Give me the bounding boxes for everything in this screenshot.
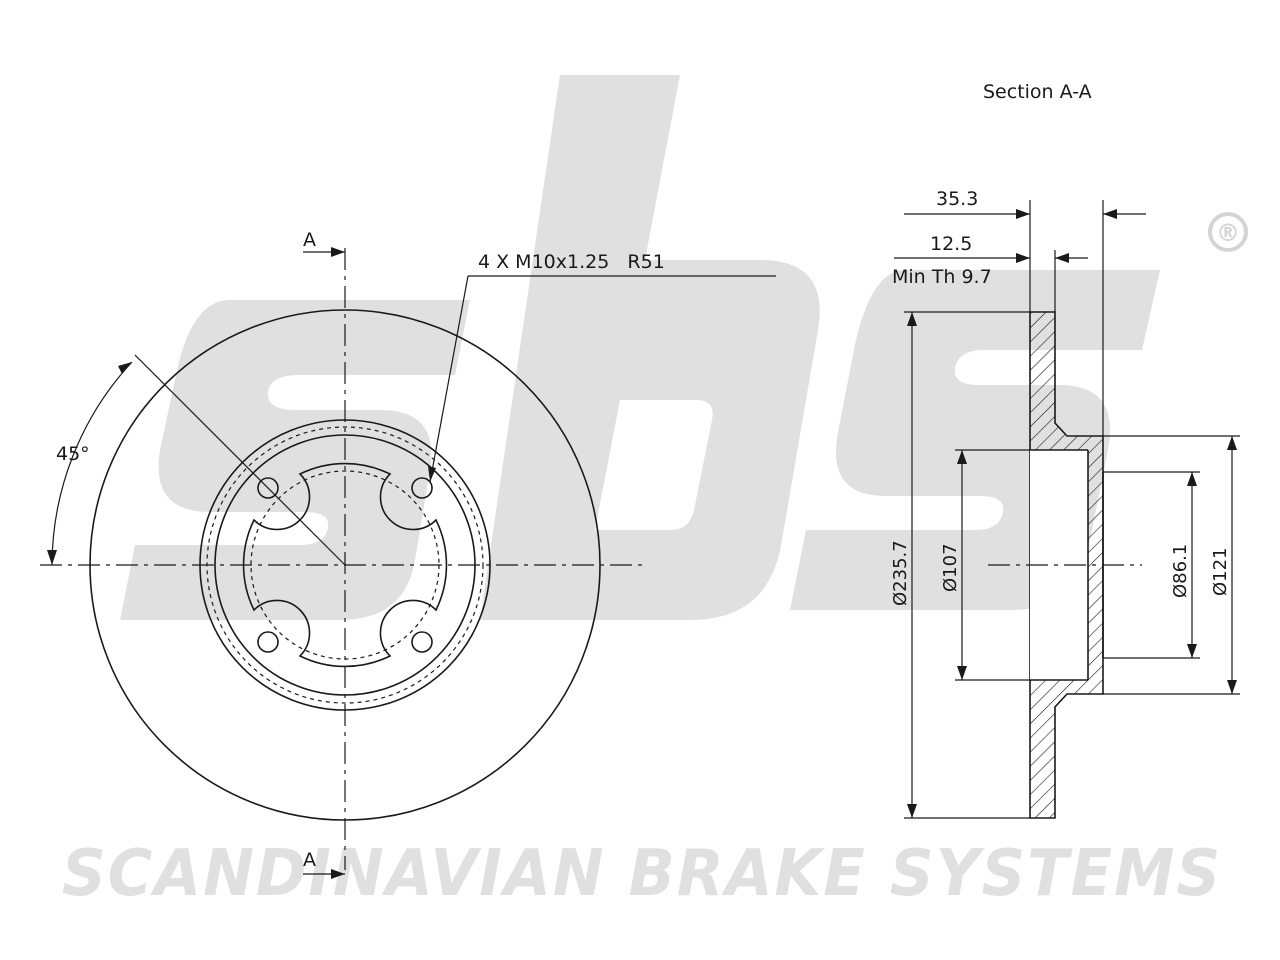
bolt-pattern-label: 4 X M10x1.25 R51 [478, 251, 665, 273]
front-view: 45° A A 4 X M10x1.25 R51 [40, 229, 776, 879]
arrow-head [331, 869, 345, 879]
dim-overall-height: 35.3 [936, 188, 978, 210]
arrow-head [1016, 209, 1030, 219]
brand-logo-watermark [120, 75, 1160, 620]
arrow-head [1187, 644, 1197, 658]
dim-hub-outer: Ø121 [1210, 547, 1231, 596]
bolt-hole [257, 477, 279, 499]
arrow-head [957, 666, 967, 680]
arrow-head [428, 466, 436, 482]
bolt-hole [257, 631, 279, 653]
dim-center-bore: Ø107 [940, 543, 961, 592]
arrow-head [957, 450, 967, 464]
registered-symbol: ® [1216, 219, 1240, 247]
registered-mark: ® [1208, 212, 1248, 252]
arrow-head [118, 362, 132, 374]
arrow-head [907, 804, 917, 818]
arrow-head [1103, 209, 1117, 219]
section-title: Section A-A [983, 81, 1092, 103]
arrow-head [1016, 253, 1030, 263]
dim-disc-thickness: 12.5 [930, 233, 972, 255]
bolt-hole [411, 477, 433, 499]
arrow-head [907, 312, 917, 326]
arrow-head [1055, 253, 1069, 263]
dim-hub-inner: Ø86.1 [1170, 544, 1191, 598]
section-view: Section A-A 35.3 12.5 Min Th 9.7 Ø23 [890, 81, 1240, 819]
arrow-head [1187, 472, 1197, 486]
angle-reference-line [134, 354, 346, 566]
angle-label: 45° [56, 443, 90, 465]
arrow-head [1227, 436, 1237, 450]
arrow-head [1227, 680, 1237, 694]
bolt-hole [411, 631, 433, 653]
dim-outer-diameter: Ø235.7 [890, 540, 911, 606]
dim-min-thickness: Min Th 9.7 [892, 266, 992, 288]
arrow-head [47, 550, 57, 565]
hub-flange [242, 462, 448, 668]
brand-name-watermark: SCANDINAVIAN BRAKE SYSTEMS [62, 837, 1222, 911]
callout-leader [429, 275, 469, 483]
section-mark-top: A [303, 229, 316, 251]
arrow-head [331, 247, 345, 257]
angle-arc [51, 361, 133, 566]
section-mark-bottom: A [303, 849, 316, 871]
